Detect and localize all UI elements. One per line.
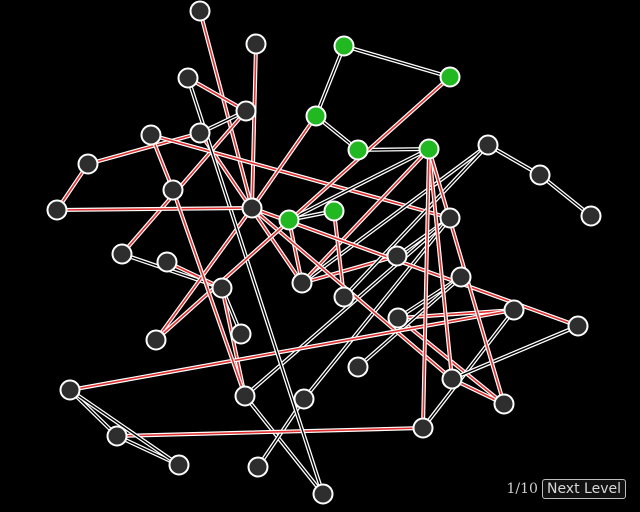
next-level-button[interactable]: Next Level — [541, 479, 626, 499]
edge-crossing — [427, 147, 454, 381]
graph-node-selected[interactable] — [439, 66, 461, 88]
graph-node-selected[interactable] — [418, 138, 440, 160]
graph-node[interactable] — [450, 266, 472, 288]
edge — [450, 324, 580, 381]
nodes-layer — [46, 0, 602, 505]
edge-crossing — [120, 109, 248, 256]
graph-node[interactable] — [77, 153, 99, 175]
graph-node[interactable] — [189, 122, 211, 144]
graph-node-selected[interactable] — [347, 139, 369, 161]
edge-crossing — [300, 147, 431, 285]
edge-crossing — [171, 188, 247, 398]
edge — [314, 44, 346, 118]
edge-crossing — [198, 9, 254, 210]
graph-node[interactable] — [235, 100, 257, 122]
graph-node-selected[interactable] — [323, 200, 345, 222]
graph-node[interactable] — [156, 251, 178, 273]
graph-node[interactable] — [493, 393, 515, 415]
graph-node[interactable] — [412, 417, 434, 439]
graph-node[interactable] — [106, 425, 128, 447]
edge-crossing — [55, 206, 254, 212]
graph-node[interactable] — [162, 179, 184, 201]
level-indicator: 1/10 — [506, 481, 538, 497]
edge — [186, 76, 325, 496]
graph-node[interactable] — [111, 243, 133, 265]
graph-node-selected[interactable] — [305, 105, 327, 127]
graph-node[interactable] — [140, 124, 162, 146]
edge-crossing — [186, 76, 248, 113]
graph-node[interactable] — [291, 272, 313, 294]
graph-node[interactable] — [168, 454, 190, 476]
graph-node[interactable] — [580, 205, 602, 227]
graph-node[interactable] — [312, 483, 334, 505]
graph-node[interactable] — [245, 33, 267, 55]
edge-crossing — [154, 75, 452, 342]
graph-node[interactable] — [145, 329, 167, 351]
edge — [342, 44, 452, 79]
graph-node[interactable] — [247, 456, 269, 478]
graph-node[interactable] — [293, 388, 315, 410]
graph-node-selected[interactable] — [333, 35, 355, 57]
graph-node[interactable] — [347, 356, 369, 378]
edge-crossing — [421, 147, 431, 430]
graph-node[interactable] — [477, 134, 499, 156]
edge-crossing — [250, 42, 258, 210]
edge — [243, 394, 325, 496]
edge — [243, 216, 452, 398]
graph-node[interactable] — [177, 67, 199, 89]
graph-node[interactable] — [567, 315, 589, 337]
edge — [287, 147, 431, 222]
edge — [300, 143, 490, 285]
graph-node[interactable] — [211, 277, 233, 299]
graph-node[interactable] — [386, 245, 408, 267]
graph-node[interactable] — [439, 207, 461, 229]
edge — [342, 143, 490, 299]
graph-node[interactable] — [387, 307, 409, 329]
graph-node[interactable] — [230, 323, 252, 345]
graph-node[interactable] — [46, 199, 68, 221]
edge-crossing — [86, 131, 202, 166]
graph-node[interactable] — [234, 385, 256, 407]
edge — [68, 388, 181, 467]
edges-layer — [55, 9, 593, 496]
graph-node[interactable] — [441, 368, 463, 390]
graph-node[interactable] — [189, 0, 211, 22]
graph-node[interactable] — [529, 164, 551, 186]
edge-crossing — [220, 286, 247, 398]
graph-node[interactable] — [241, 197, 263, 219]
edge-crossing — [149, 133, 452, 220]
hud: 1/10 Next Level — [507, 479, 626, 499]
graph-node[interactable] — [503, 299, 525, 321]
graph-node[interactable] — [333, 286, 355, 308]
edge-crossing — [250, 114, 318, 210]
edge-crossing — [115, 426, 425, 438]
graph-node-selected[interactable] — [278, 209, 300, 231]
graph-node[interactable] — [59, 379, 81, 401]
edge — [538, 173, 593, 218]
edge-crossing — [287, 218, 304, 285]
edge — [421, 308, 516, 430]
edge-crossing — [68, 308, 516, 392]
